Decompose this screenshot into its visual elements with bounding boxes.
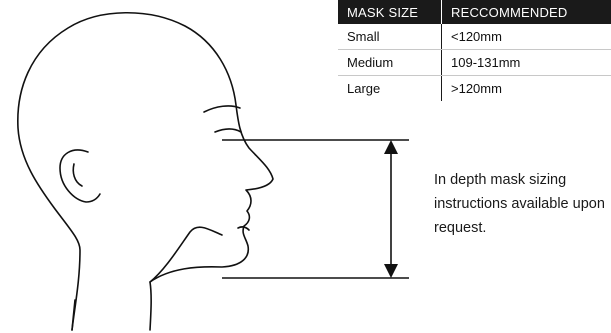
range-cell: <120mm bbox=[441, 24, 611, 50]
sizing-note: In depth mask sizing instructions availa… bbox=[434, 172, 605, 236]
table-row: Medium 109-131mm bbox=[338, 49, 611, 76]
ear-inner bbox=[72, 163, 83, 187]
header-recommended: RECCOMMENDED bbox=[441, 0, 611, 24]
size-cell: Large bbox=[347, 81, 381, 96]
measure-arrow-icon bbox=[384, 140, 398, 278]
size-cell: Small bbox=[338, 24, 442, 50]
size-cell: Medium bbox=[338, 49, 442, 76]
table-row: Large >120mm bbox=[338, 75, 611, 101]
range-cell: >120mm bbox=[441, 75, 611, 101]
chin-jaw-line bbox=[149, 226, 223, 283]
mask-size-table: MASK SIZE RECCOMMENDED Small <120mm Medi… bbox=[338, 0, 611, 101]
table-row: Small <120mm bbox=[338, 24, 611, 50]
ear-outline bbox=[59, 149, 101, 203]
header-mask-size: MASK SIZE bbox=[338, 0, 442, 24]
neck-back bbox=[71, 299, 76, 331]
arrow-up-head bbox=[384, 140, 398, 154]
head-outline bbox=[17, 11, 274, 331]
range-cell: 109-131mm bbox=[441, 49, 611, 76]
mouth bbox=[237, 226, 250, 231]
eyebrow bbox=[203, 105, 241, 113]
eye bbox=[214, 128, 242, 133]
arrow-down-head bbox=[384, 264, 398, 278]
